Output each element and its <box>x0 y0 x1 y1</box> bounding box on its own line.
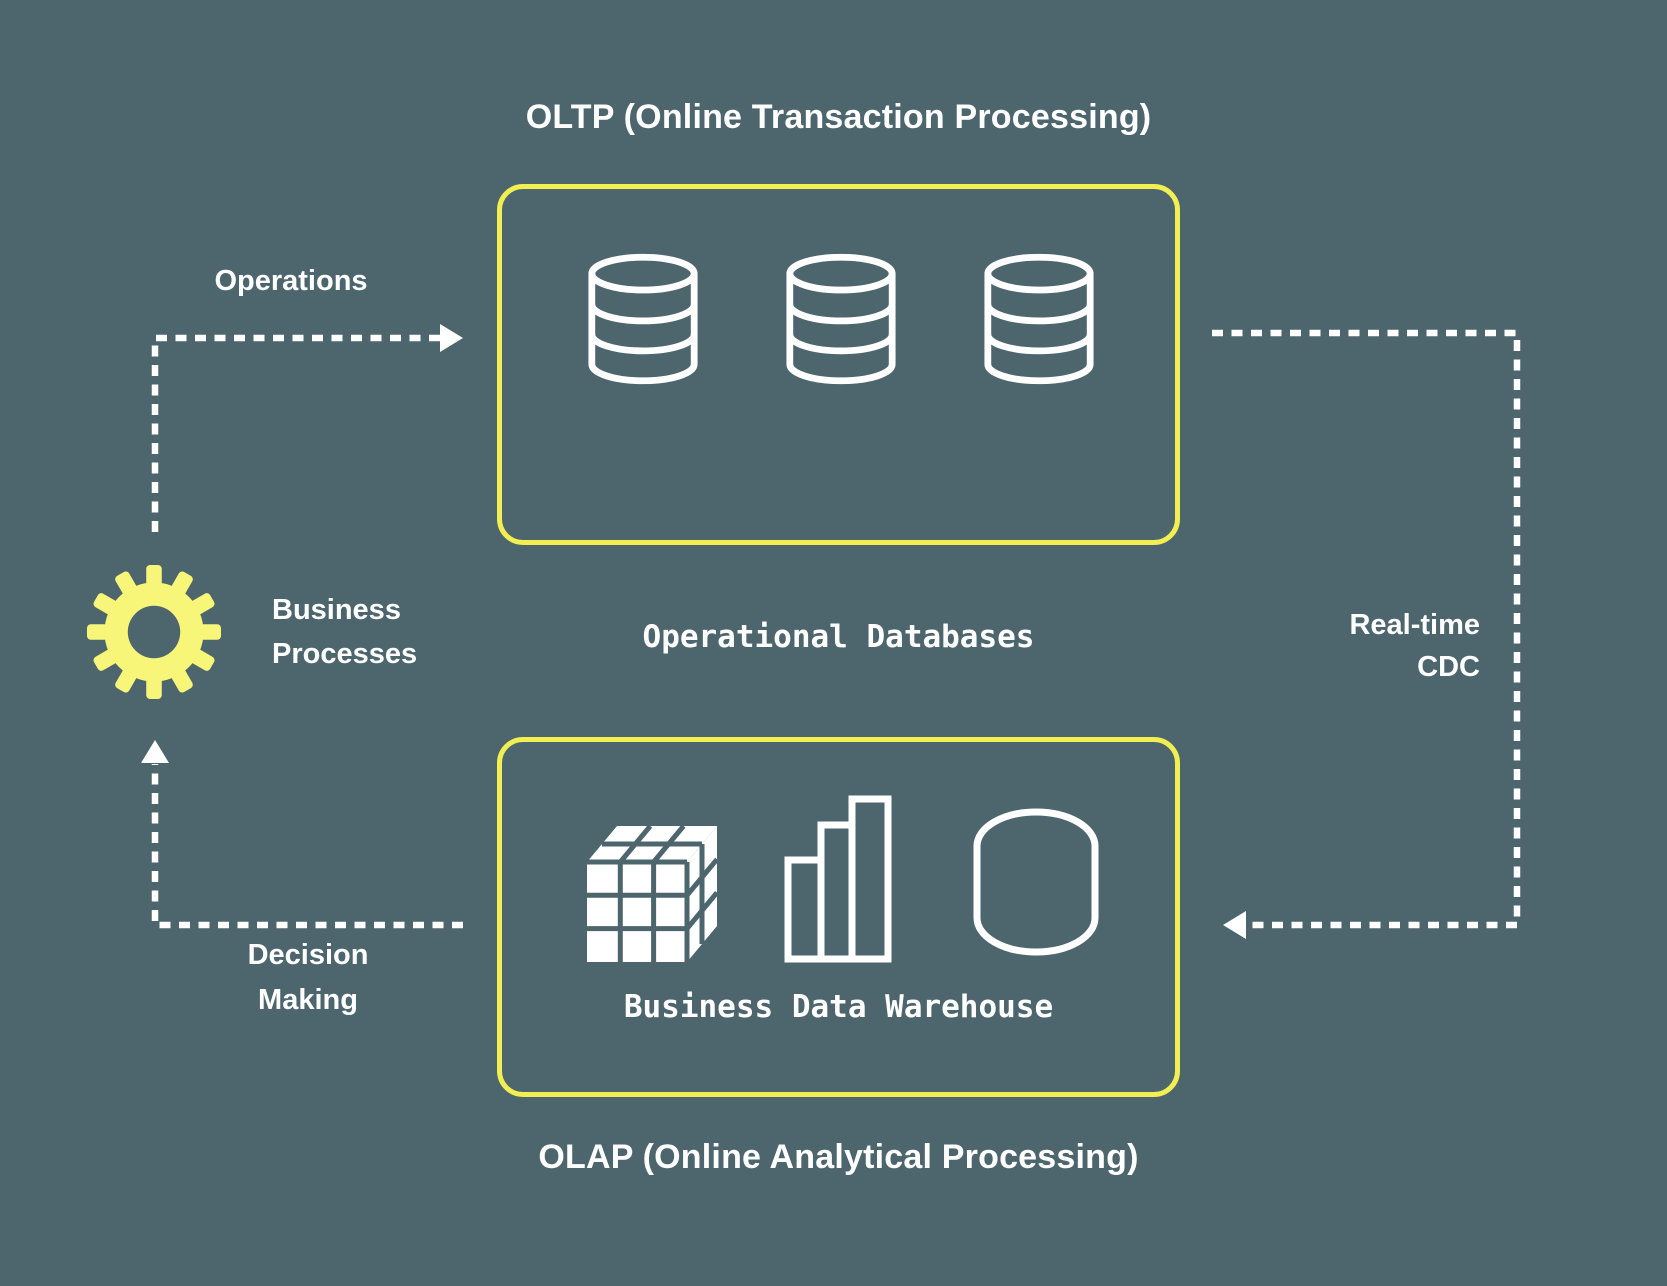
operations-label: Operations <box>214 265 368 297</box>
bar-chart-icon <box>784 795 894 968</box>
oltp-title: OLTP (Online Transaction Processing) <box>525 98 1152 136</box>
realtime-cdc-arrowhead <box>1223 911 1246 939</box>
realtime-cdc-line1: Real-time <box>1349 609 1480 641</box>
realtime-cdc-label: Real-time CDC <box>1180 604 1480 688</box>
olap-cube-icon <box>586 824 719 969</box>
decision-making-label: Decision Making <box>158 933 458 1023</box>
cylinder-icon <box>973 808 1099 961</box>
business-processes-line1: Business <box>272 594 401 626</box>
business-processes-label: Business Processes <box>272 588 417 676</box>
database-icon <box>785 251 897 392</box>
operations-arrowhead <box>440 324 463 352</box>
olap-title: OLAP (Online Analytical Processing) <box>538 1138 1139 1176</box>
oltp-caption: Operational Databases <box>642 619 1035 655</box>
realtime-cdc-line2: CDC <box>1417 651 1480 683</box>
database-icon <box>983 251 1095 392</box>
database-icon <box>587 251 699 392</box>
decision-making-line2: Making <box>258 984 358 1016</box>
operations-arrow <box>151 334 440 532</box>
decision-making-arrowhead <box>141 740 169 763</box>
oltp-box: Operational Databases <box>497 184 1180 655</box>
decision-making-line1: Decision <box>247 939 369 971</box>
olap-caption: Business Data Warehouse <box>623 989 1054 1025</box>
gear-icon <box>86 564 222 705</box>
business-processes-line2: Processes <box>272 638 418 670</box>
olap-box: Business Data Warehouse <box>497 737 1180 1097</box>
decision-making-arrow <box>151 764 463 929</box>
realtime-cdc-arrow <box>1212 329 1521 929</box>
